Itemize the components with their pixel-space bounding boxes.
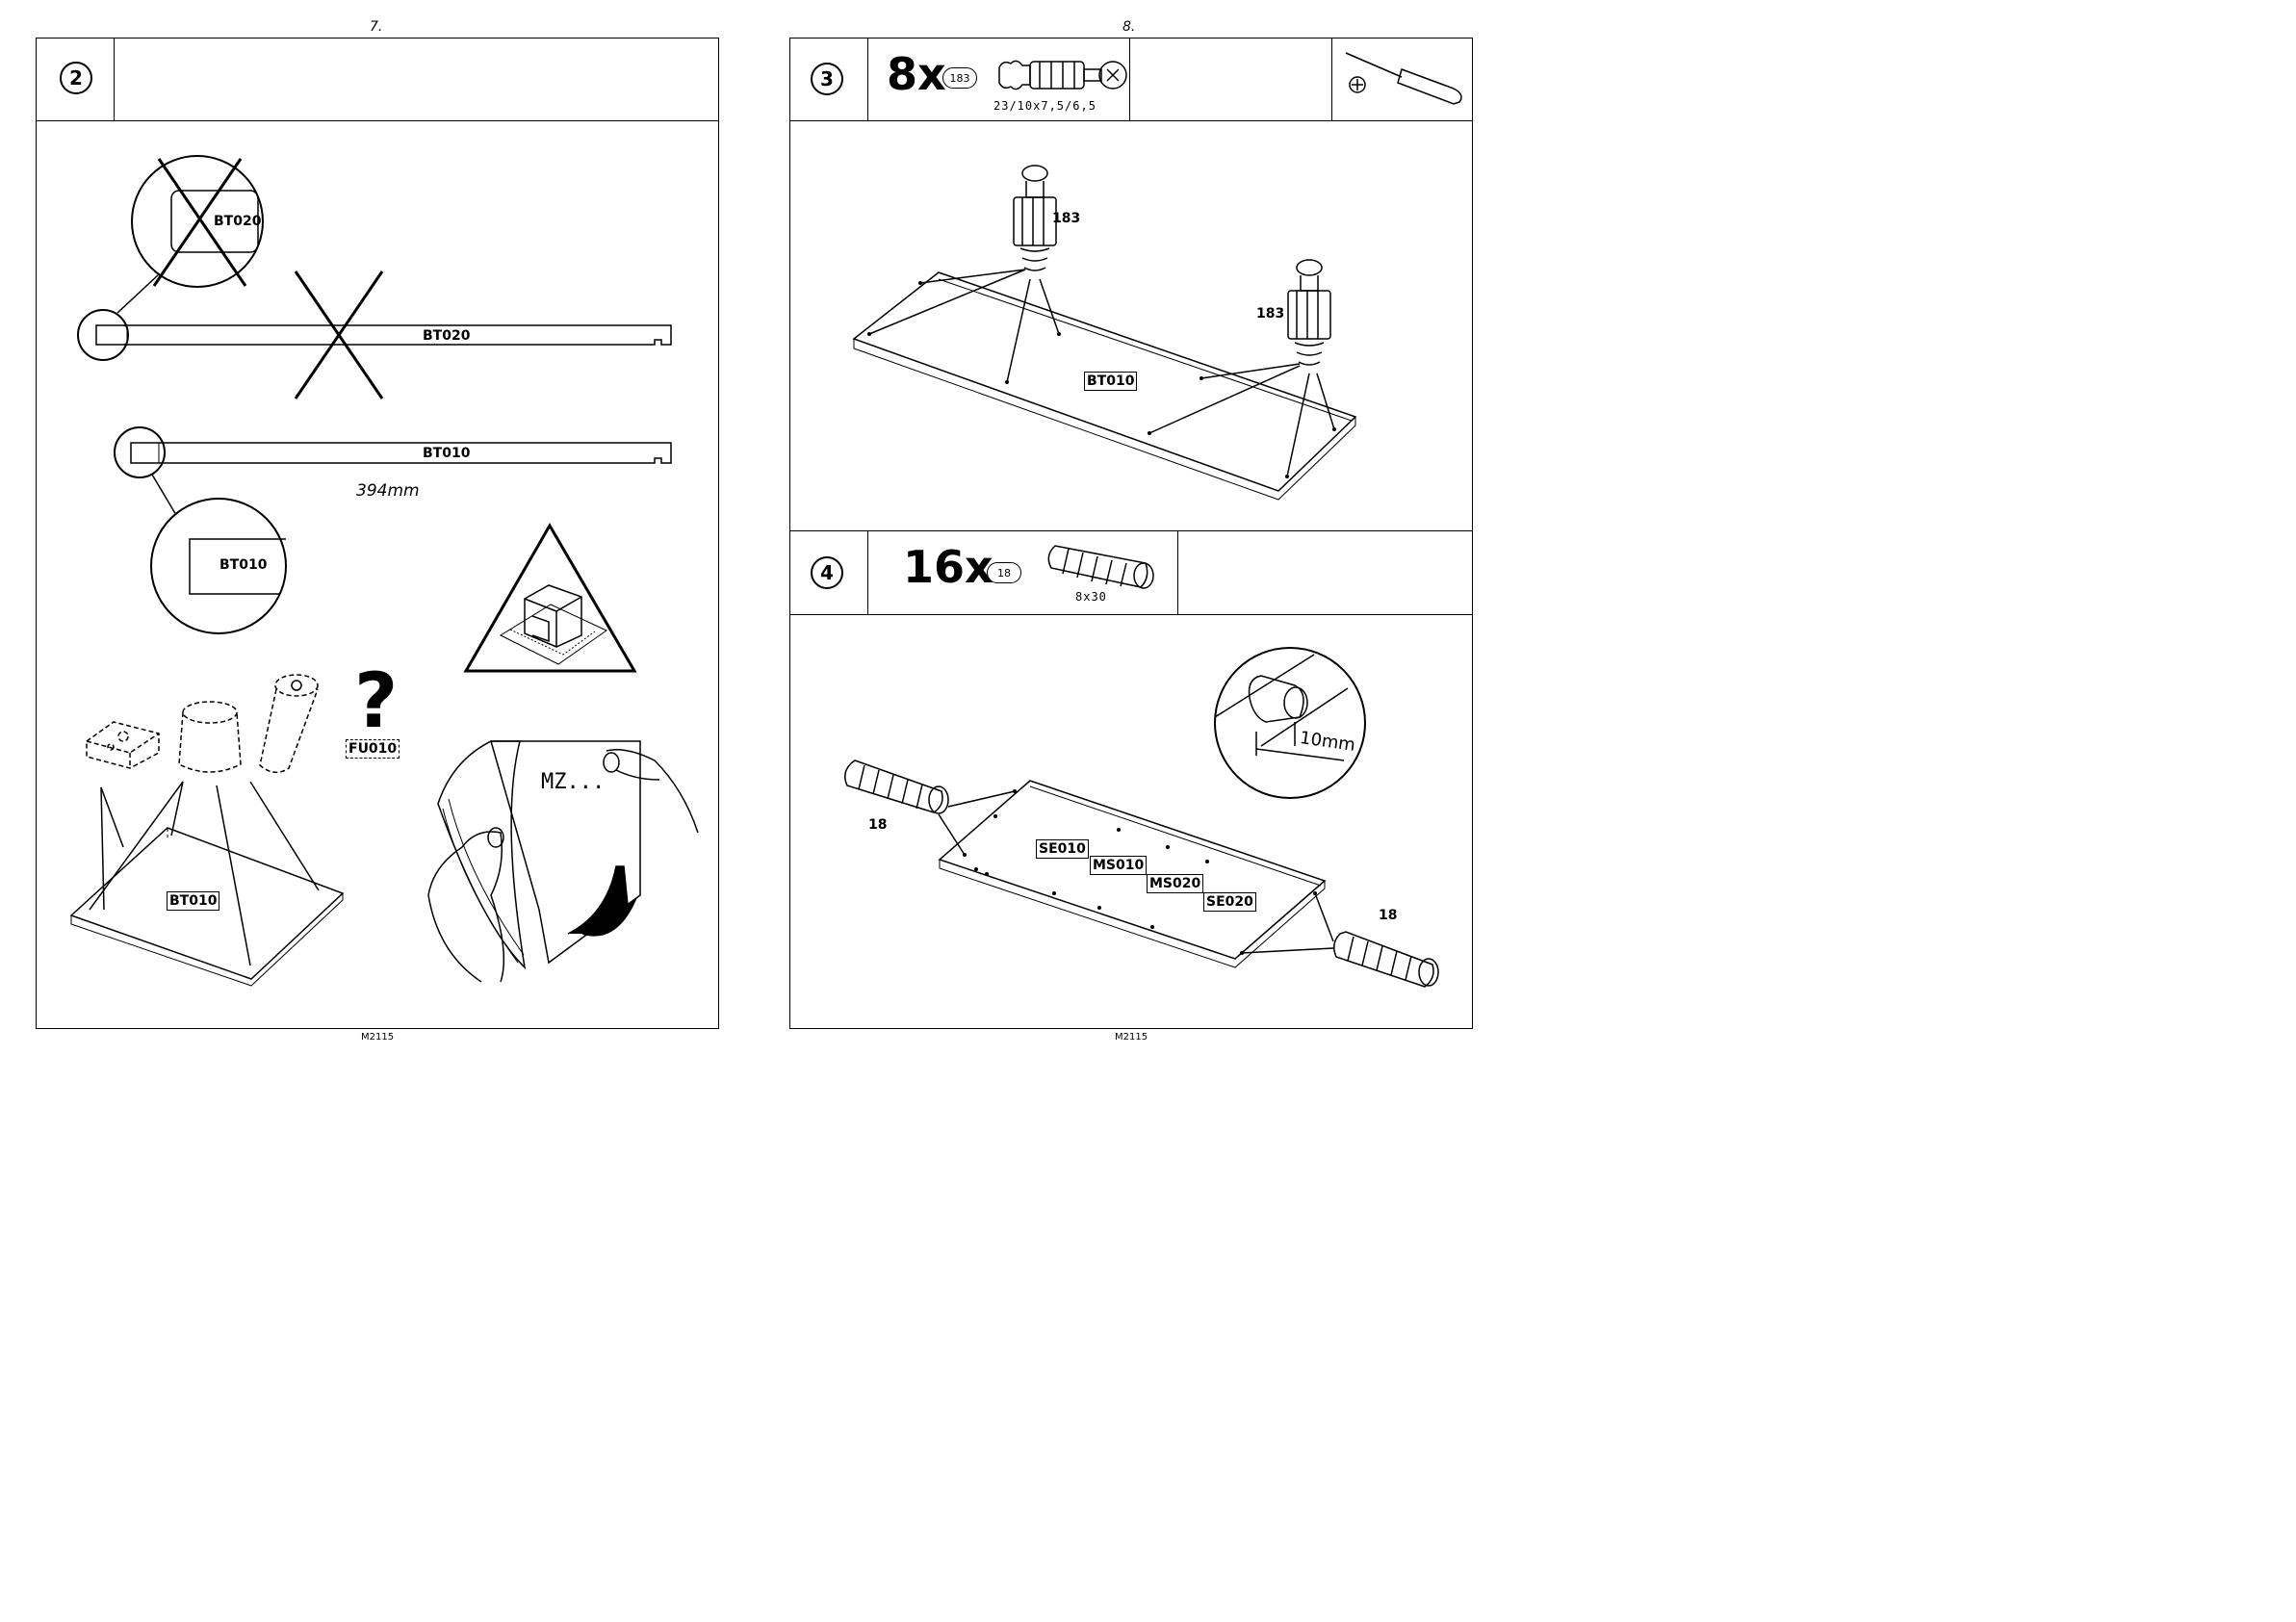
warning-triangle-icon	[466, 526, 634, 671]
right-page: 8. 3 8x 183 23/10x7,5/6,5 4 16x 18 8x30	[751, 0, 1491, 1054]
screwdriver-icon	[1346, 53, 1461, 104]
step3-board-label: BT010	[1084, 372, 1137, 391]
board-label-se010: SE010	[1036, 839, 1089, 859]
left-page: 7. 2	[0, 0, 751, 1054]
step4-callout-right: 18	[1379, 908, 1397, 923]
question-mark-icon: ?	[354, 658, 398, 745]
step3-callout-right: 183	[1256, 306, 1284, 322]
cam-bolt-left	[1014, 166, 1056, 270]
part-box-fu010: FU010	[346, 739, 400, 759]
bottom-board-label: BT010	[167, 891, 219, 911]
dowel-right	[1334, 932, 1438, 987]
board-label-ms020: MS020	[1147, 874, 1203, 893]
steps-illustration	[751, 0, 1491, 1054]
manual-text: MZ...	[541, 770, 605, 794]
footer-right: M2115	[1115, 1032, 1148, 1043]
right-board-label: BT010	[423, 446, 470, 461]
step4-callout-left: 18	[868, 817, 887, 833]
dowel-left	[845, 760, 948, 813]
step2-illustration: ?	[0, 0, 751, 1054]
footer-left: M2115	[361, 1032, 394, 1043]
wrong-zoom-label: BT020	[214, 214, 261, 229]
step3-callout-left: 183	[1052, 211, 1080, 226]
board-label-se020: SE020	[1203, 892, 1256, 912]
length-dimension: 394mm	[356, 481, 420, 501]
cam-bolt-icon	[999, 61, 1126, 89]
cam-bolt-right	[1288, 260, 1330, 365]
right-zoom-label: BT010	[219, 557, 267, 573]
board-label-ms010: MS010	[1090, 856, 1147, 875]
wooden-dowel-icon	[1048, 546, 1153, 588]
wrong-board-label: BT020	[423, 328, 470, 344]
